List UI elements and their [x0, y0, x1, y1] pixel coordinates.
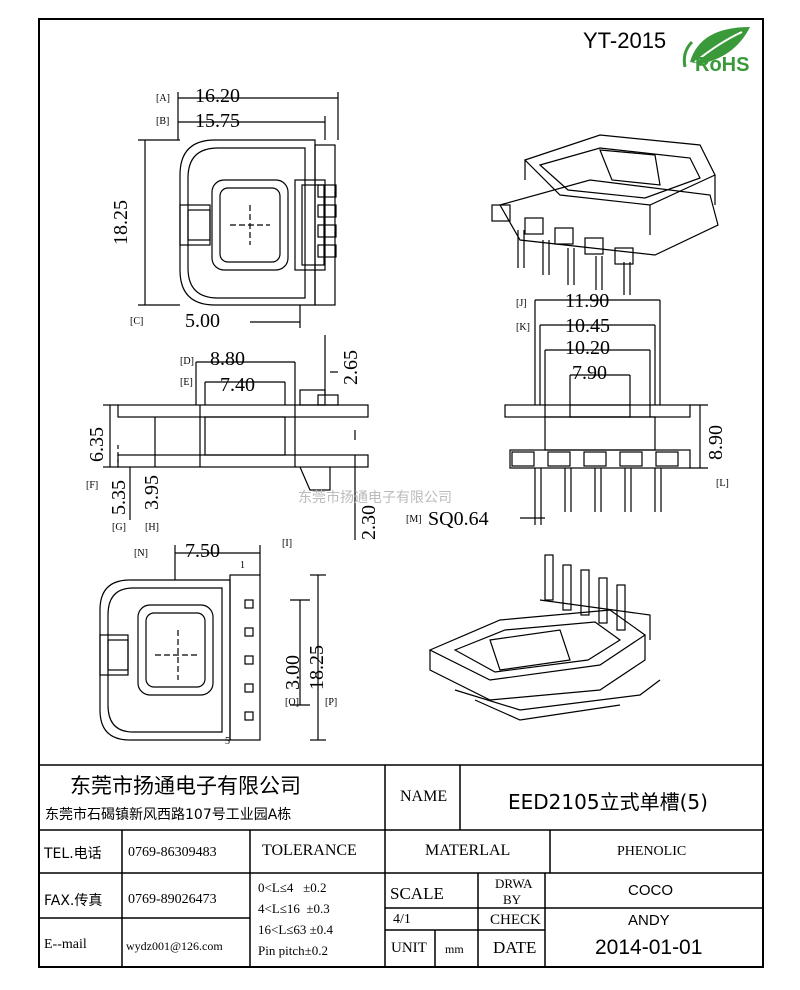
- dim-395: 3.95: [141, 475, 163, 510]
- drawing-frame: [38, 18, 764, 968]
- ref-label-f: [F]: [86, 480, 99, 491]
- title-block-grid: [38, 764, 764, 968]
- check-label: CHECK: [490, 912, 541, 928]
- bottom-view: [99, 545, 326, 741]
- dim-890: 8.90: [705, 425, 727, 460]
- tolerance-row-2: 4<L≤16 ±0.3: [258, 901, 330, 916]
- dim-d: 8.80: [210, 348, 245, 370]
- date-label: DATE: [493, 938, 537, 957]
- iso-view-top: [491, 134, 719, 295]
- check-value: ANDY: [628, 912, 670, 929]
- dim-1020: 10.20: [565, 337, 610, 359]
- tolerance-label: TOLERANCE: [262, 842, 357, 859]
- email-value: wydz001@126.com: [126, 939, 223, 953]
- iso-view-bottom: [428, 554, 661, 721]
- drawn-label: DRWA: [495, 876, 533, 891]
- date-value: 2014-01-01: [595, 936, 703, 959]
- ref-label-e: [E]: [180, 377, 193, 388]
- dim-1825b: 18.25: [306, 645, 328, 690]
- top-view: [138, 92, 339, 328]
- fax-value: 0769-89026473: [128, 892, 217, 907]
- dim-535: 5.35: [108, 480, 130, 515]
- ref-label-m: [M]: [406, 514, 422, 525]
- dim-230: 2.30: [358, 505, 380, 540]
- scale-label: SCALE: [390, 884, 444, 903]
- scale-value: 4/1: [393, 912, 411, 927]
- tolerance-row-4: Pin pitch±0.2: [258, 943, 328, 958]
- side-view: [103, 335, 369, 540]
- ref-label-c: [C]: [130, 316, 144, 327]
- unit-label: UNIT: [391, 940, 427, 956]
- dim-c: 5.00: [185, 310, 220, 332]
- tel-label: TEL.电话: [44, 846, 102, 862]
- dim-height-top: 18.25: [110, 200, 132, 245]
- pin-5-label: 5: [225, 736, 230, 747]
- rohs-leaf-icon: [682, 27, 750, 68]
- watermark: 东莞市扬通电子有限公司: [298, 489, 452, 505]
- pin-1-label: 1: [240, 560, 245, 571]
- dim-790: 7.90: [572, 362, 607, 384]
- unit-value: mm: [445, 942, 464, 956]
- ref-label-b: [B]: [156, 116, 170, 127]
- dim-635: 6.35: [86, 427, 108, 462]
- email-label: E--mail: [44, 937, 87, 952]
- ref-label-h: [H]: [145, 522, 159, 533]
- ref-label-k: [K]: [516, 322, 530, 333]
- ref-label-p: [P]: [325, 697, 338, 708]
- model-number: YT-2015: [583, 28, 667, 53]
- tolerance-row-3: 16<L≤63 ±0.4: [258, 922, 334, 937]
- dim-n: 7.50: [185, 540, 220, 562]
- ref-label-n: [N]: [134, 548, 148, 559]
- material-label: MATERLAL: [425, 842, 511, 859]
- dim-e: 7.40: [220, 374, 255, 396]
- tolerance-row-1: 0<L≤4 ±0.2: [258, 880, 327, 895]
- dim-k: 10.45: [565, 315, 610, 337]
- name-label: NAME: [400, 788, 448, 805]
- ref-label-j: [J]: [516, 298, 527, 309]
- material-value: PHENOLIC: [617, 844, 687, 859]
- company-name: 东莞市扬通电子有限公司: [70, 774, 301, 798]
- dim-b: 15.75: [195, 110, 240, 132]
- ref-label-d: [D]: [180, 356, 194, 367]
- part-name: EED2105立式单槽(5): [508, 790, 708, 814]
- company-address: 东莞市石碣镇新风西路107号工业园A栋: [45, 807, 292, 823]
- fax-label: FAX.传真: [44, 893, 103, 909]
- rohs-label: RoHS: [695, 54, 750, 76]
- ref-label-l: [L]: [716, 478, 729, 489]
- dim-m: SQ0.64: [428, 508, 489, 530]
- front-view: [504, 299, 708, 525]
- ref-label-a: [A]: [156, 93, 170, 104]
- dim-j: 11.90: [565, 290, 610, 312]
- ref-label-i: [I]: [282, 538, 293, 549]
- dim-300: 3.00: [282, 655, 304, 690]
- drawn-value: COCO: [628, 882, 673, 899]
- drawn-label-by: BY: [503, 892, 522, 907]
- ref-label-o: [O]: [285, 697, 299, 708]
- ref-label-g: [G]: [112, 522, 126, 533]
- dim-a: 16.20: [195, 85, 240, 107]
- tel-value: 0769-86309483: [128, 845, 217, 860]
- dim-265: 2.65: [340, 350, 362, 385]
